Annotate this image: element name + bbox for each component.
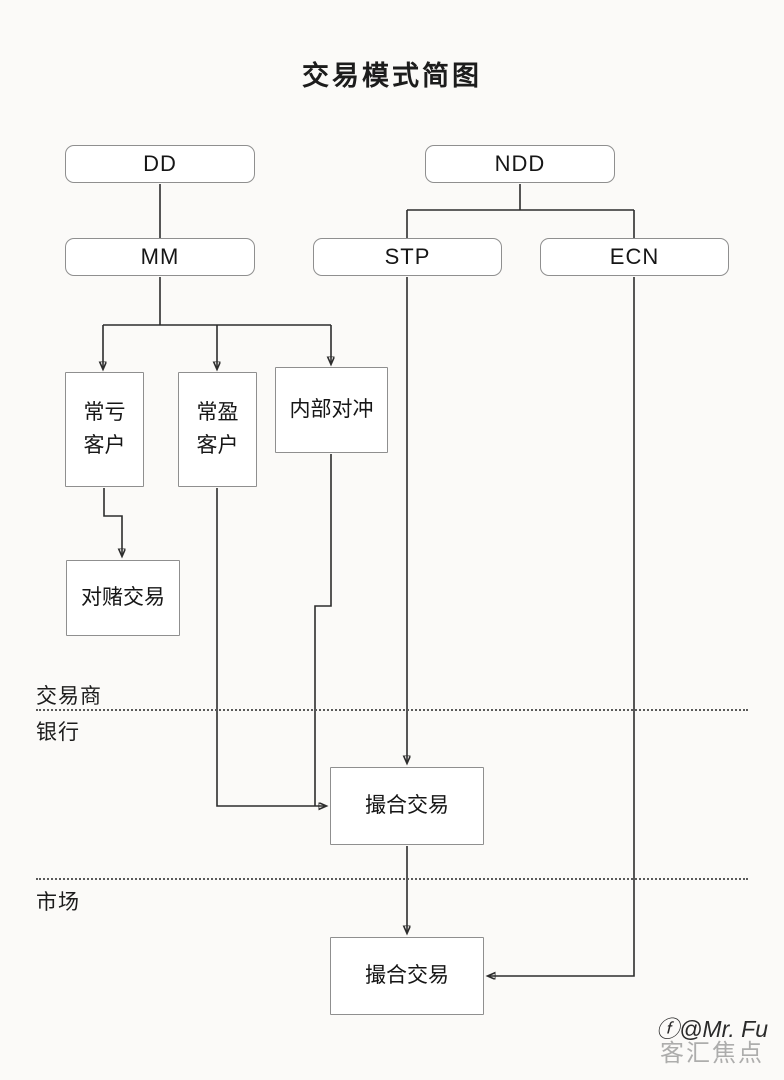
connector-hedge-join bbox=[314, 454, 332, 806]
divider-dealer-bank bbox=[36, 709, 748, 711]
connector-ecn-match2 bbox=[488, 277, 635, 976]
node-bet-trading: 对赌交易 bbox=[66, 560, 180, 636]
divider-bank-market bbox=[36, 878, 748, 880]
node-losing-clients: 常亏客户 bbox=[65, 372, 144, 487]
connector-losing-bet bbox=[103, 488, 122, 556]
watermark: 客汇焦点 ⓕ@Mr. Fu bbox=[578, 1010, 778, 1068]
zone-label-dealer: 交易商 bbox=[36, 685, 102, 708]
connector-winning-match1 bbox=[216, 488, 326, 806]
node-ecn: ECN bbox=[540, 238, 729, 276]
node-dd: DD bbox=[65, 145, 255, 183]
watermark-handle: ⓕ@Mr. Fu bbox=[656, 1016, 768, 1042]
node-ndd: NDD bbox=[425, 145, 615, 183]
page-title: 交易模式简图 bbox=[302, 61, 482, 91]
zone-label-market: 市场 bbox=[36, 891, 80, 914]
connector-mm-bus bbox=[103, 277, 331, 326]
connector-ndd-fork bbox=[406, 184, 635, 238]
node-internal-hedge: 内部对冲 bbox=[275, 367, 388, 453]
watermark-background-text: 客汇焦点 bbox=[660, 1040, 764, 1067]
node-matching-trade-1: 撮合交易 bbox=[330, 767, 484, 845]
node-matching-trade-2: 撮合交易 bbox=[330, 937, 484, 1015]
node-mm: MM bbox=[65, 238, 255, 276]
zone-label-bank: 银行 bbox=[36, 721, 80, 744]
node-winning-clients: 常盈客户 bbox=[178, 372, 257, 487]
watermark-f-icon: ⓕ bbox=[656, 1016, 680, 1042]
node-stp: STP bbox=[313, 238, 502, 276]
